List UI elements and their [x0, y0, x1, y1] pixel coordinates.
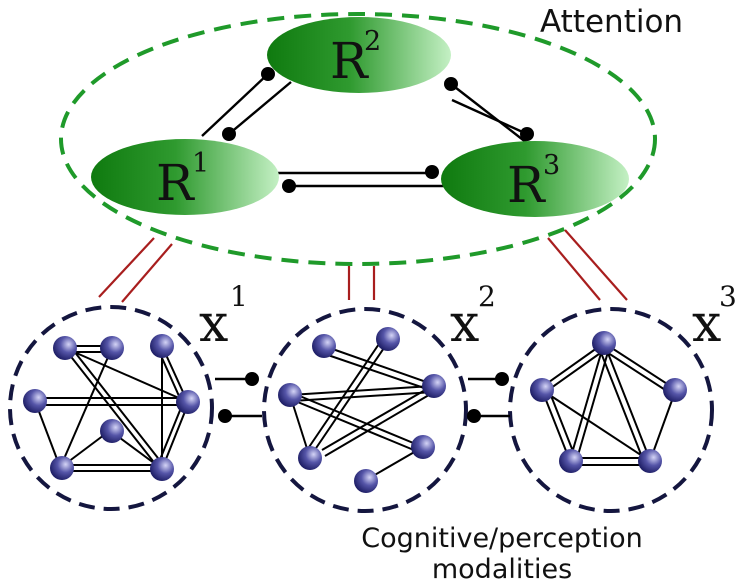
link-x2-x3 [467, 372, 510, 423]
cluster-x2-letter: x [450, 294, 479, 354]
region-r2-letter: R [330, 32, 369, 90]
attention-label: Attention [540, 4, 683, 40]
cluster-x3-ring [508, 307, 714, 513]
region-r2-index: 2 [364, 26, 381, 57]
attention-modality-links [98, 229, 628, 303]
cluster-x1-index: 1 [230, 280, 248, 313]
cluster-x2-nodes [278, 327, 446, 493]
cluster-x1-letter: x [199, 294, 228, 354]
attention-ring [59, 12, 657, 266]
cluster-x1-edges [34, 345, 189, 472]
cluster-x3-letter: x [692, 294, 721, 354]
cluster-x1-ring [8, 305, 214, 511]
region-r3-letter: R [507, 156, 546, 214]
cluster-x1: x 1 [8, 280, 248, 511]
link-x1-x2 [215, 372, 262, 423]
cluster-x2: x 2 [262, 280, 496, 513]
cluster-x2-index: 2 [478, 280, 496, 313]
cluster-x1-nodes [23, 334, 200, 481]
cluster-x2-ring [262, 307, 468, 513]
cluster-x3-edges [541, 342, 676, 466]
cluster-x3: x 3 [508, 280, 737, 513]
cluster-x3-nodes [530, 331, 687, 473]
link-r1-r3 [271, 165, 447, 193]
cluster-x3-index: 3 [719, 280, 737, 313]
region-r3: R 3 [441, 141, 629, 217]
modalities-caption-line2: modalities [432, 554, 572, 585]
link-r2-r3 [444, 77, 534, 144]
region-r2: R 2 [267, 17, 451, 93]
region-r3-index: 3 [543, 150, 560, 181]
region-r1: R 1 [91, 139, 279, 215]
modalities-caption-line1: Cognitive/perception [361, 523, 642, 554]
link-r1-r2 [201, 67, 292, 141]
region-r1-index: 1 [192, 148, 209, 179]
attention-group: Attention R 2 R [59, 4, 683, 266]
region-r1-letter: R [156, 154, 195, 212]
